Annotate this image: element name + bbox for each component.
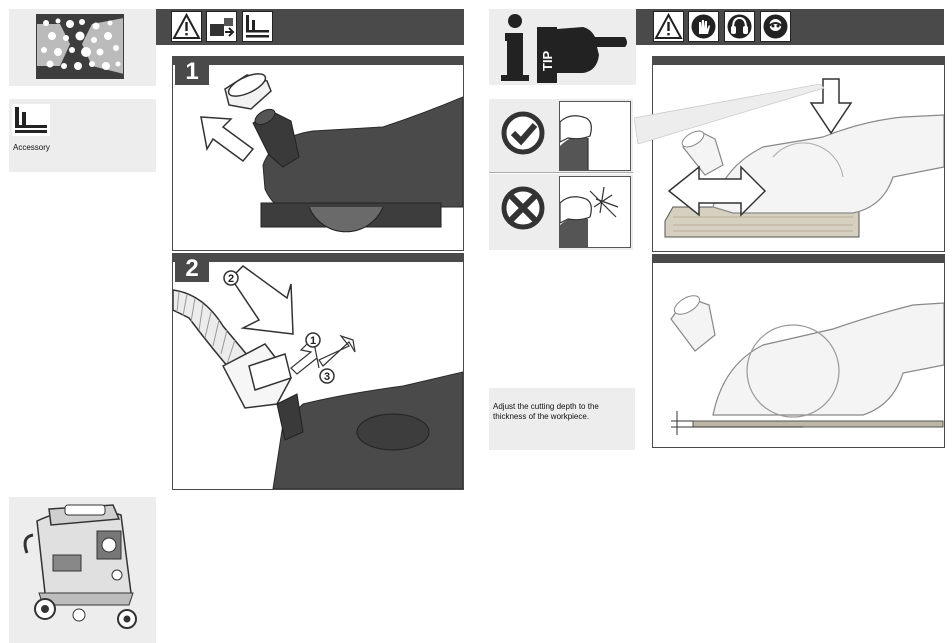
callout-3: 3 <box>324 371 330 383</box>
incorrect-posture-illustration <box>559 176 631 248</box>
tip-label: TIP <box>540 50 555 71</box>
warning-icon <box>653 11 684 42</box>
info-icon <box>501 14 529 81</box>
accessory-header-icon <box>242 11 273 42</box>
accessory-panel: Accessory <box>9 99 156 172</box>
header-bar-safety <box>636 9 944 45</box>
dust-icon-panel <box>9 9 156 86</box>
saw-illustration-step-1 <box>200 73 463 233</box>
accessory-label: Accessory <box>13 143 50 152</box>
depth-caption-box: Adjust the cutting depth to the thicknes… <box>489 388 635 450</box>
saw-depth-illustration-top <box>664 78 944 238</box>
correct-posture-illustration <box>559 101 631 171</box>
cross-icon <box>501 186 545 230</box>
depth-caption-text: Adjust the cutting depth to the thicknes… <box>493 402 599 421</box>
header-bar-assembly <box>156 9 464 45</box>
callout-1: 1 <box>310 335 316 347</box>
vacuum-cleaner-illustration <box>23 504 137 629</box>
saw-depth-illustration-bottom <box>670 295 944 435</box>
hearing-protection-icon <box>724 11 755 42</box>
tip-pointer-wedge <box>634 84 825 144</box>
check-icon <box>501 111 545 155</box>
correct-row <box>489 99 633 173</box>
depth-adjust-panel-bottom <box>652 254 945 448</box>
vacuum-panel <box>9 497 156 643</box>
step-1-number: 1 <box>175 59 209 85</box>
warning-icon <box>171 11 202 42</box>
gloves-icon <box>688 11 719 42</box>
dust-extraction-icon <box>36 14 124 79</box>
pointing-hand-icon: TIP <box>537 27 627 83</box>
callout-2: 2 <box>228 273 234 285</box>
accessory-icon <box>12 104 50 136</box>
incorrect-row <box>489 174 633 250</box>
step-1-panel: 1 <box>172 56 464 251</box>
step-2-number: 2 <box>175 256 209 282</box>
eye-protection-icon <box>760 11 791 42</box>
saw-hose-illustration-step-2: 2 1 3 <box>173 265 463 489</box>
step-2-panel: 2 2 1 3 <box>172 253 464 490</box>
tip-header-panel: TIP <box>489 9 636 85</box>
remove-battery-icon <box>206 11 237 42</box>
